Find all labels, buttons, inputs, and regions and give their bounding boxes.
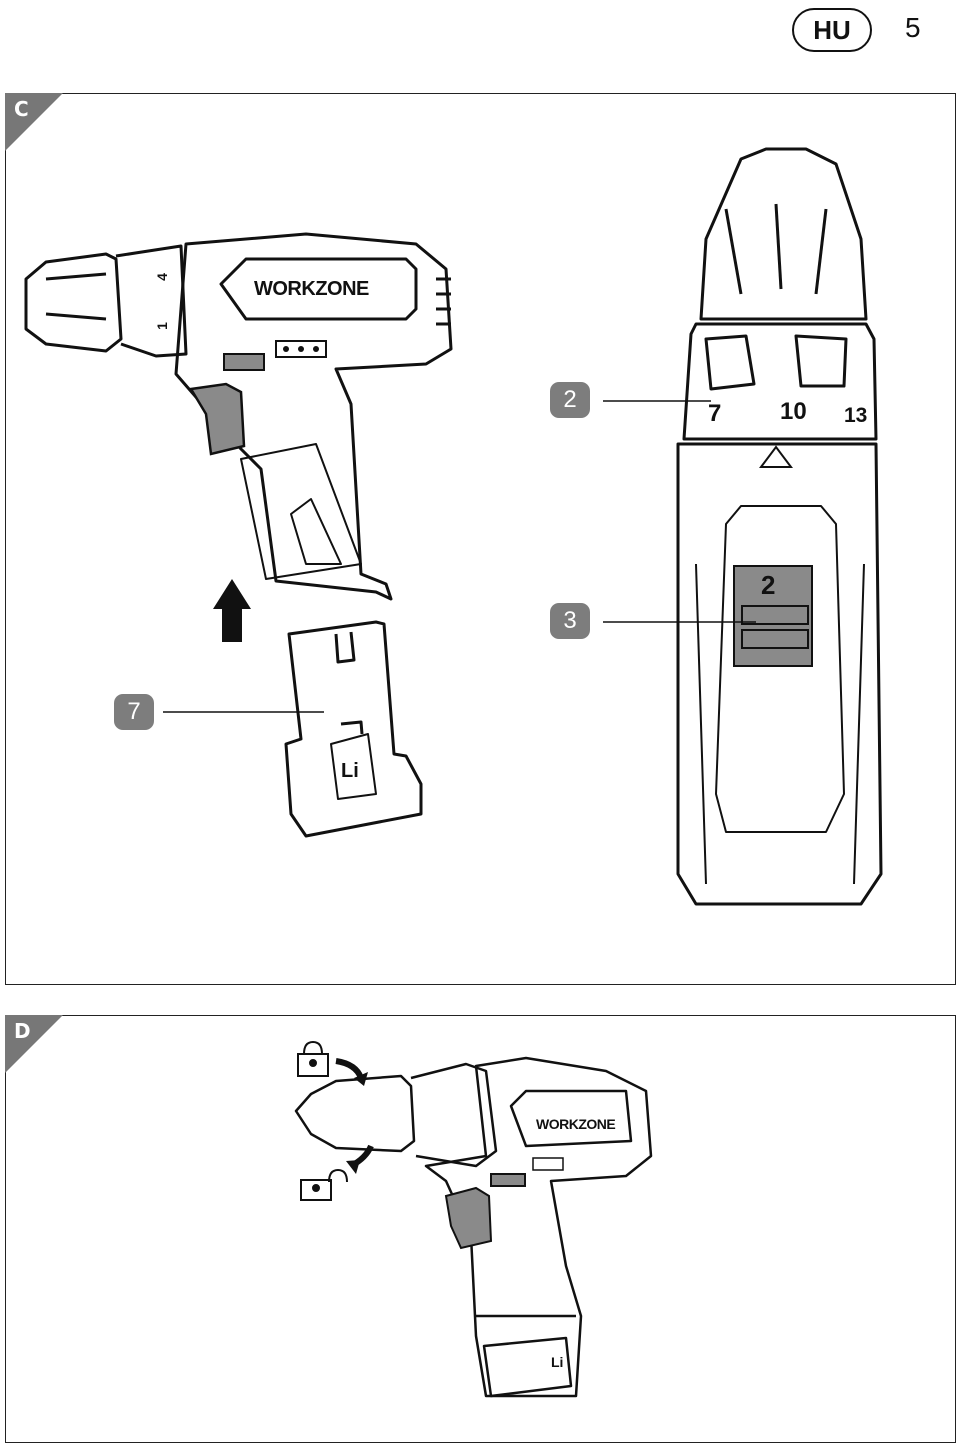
brand-logo-d: WORKZONE (536, 1116, 616, 1132)
figure-d-corner-tab (5, 1015, 63, 1073)
callout-2: 2 (550, 382, 590, 418)
battery-pack (284, 620, 423, 838)
torque-mark-10: 10 (780, 398, 807, 425)
lock-icon (297, 1040, 329, 1077)
direction-switch (223, 353, 265, 371)
torque-mark-1: 1 (153, 322, 170, 330)
figure-c-drawing (24, 147, 883, 906)
battery-label-d: Li (551, 1354, 564, 1370)
unlock-icon (300, 1168, 348, 1201)
battery-label: Li (341, 760, 359, 782)
trigger (188, 382, 246, 456)
drill-side-body (174, 232, 453, 601)
figure-c-panel: C (5, 93, 956, 985)
figure-d-panel: D WORKZONE (5, 1015, 956, 1443)
gear-display: 2 (761, 570, 776, 600)
drill-d-body (424, 1056, 653, 1398)
callout-7: 7 (114, 694, 154, 730)
figure-c-corner-tab (5, 93, 63, 151)
insert-arrow (213, 579, 251, 642)
figure-c-label: C (14, 97, 29, 121)
drill-front-view (676, 147, 883, 906)
drill-side-chuck (24, 252, 123, 353)
figure-d-drawing (294, 1040, 653, 1398)
page-number: 5 (905, 12, 921, 43)
torque-mark-13: 13 (844, 404, 868, 427)
torque-mark-7: 7 (708, 400, 722, 427)
brand-logo-side: WORKZONE (254, 278, 369, 300)
figure-d-label: D (14, 1019, 31, 1043)
drill-d-chuck (294, 1074, 416, 1153)
torque-mark-4: 4 (153, 273, 170, 281)
callout-3: 3 (550, 603, 590, 639)
language-badge: HU (792, 8, 872, 52)
